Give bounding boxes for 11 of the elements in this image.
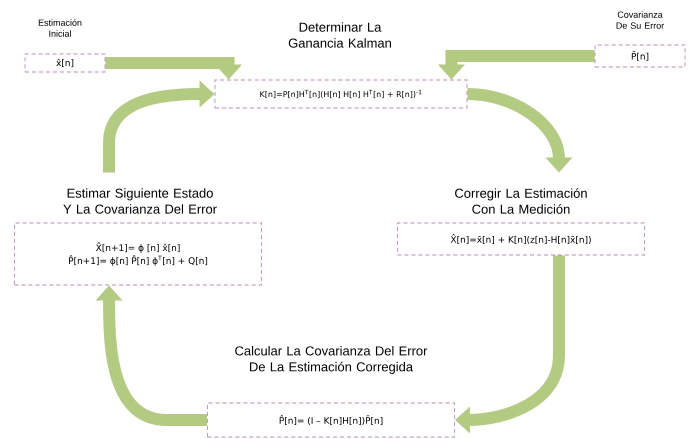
heading-text: Estimar Siguiente Estado Y La Covarianza Del Error (63, 188, 217, 214)
heading-text: Covarianza De Su Error (616, 11, 664, 29)
formula-box: x̂[n] (24, 54, 106, 72)
heading-text: Corregir La Estimación Con La Medición (455, 188, 587, 214)
formula-box: X̂[n+1]= ϕ [n] x̂[n] P̂[n+1]= ϕ[n] P̂[n] ϕ$^{T}$[n] + Q[n] (14, 222, 262, 286)
formula-box: X̂[n]=x̄[n] + K[n](z[n]-H[n]x̄[n]) (397, 222, 645, 256)
heading-text: Determinar La Ganancia Kalman (288, 22, 391, 48)
heading-text: Calcular La Covarianza Del Error De La Estimación Corregida (235, 346, 428, 374)
formula-box: P̄[n] (594, 44, 686, 68)
formula-box: P̂[n]= (I – K[n]H[n])P̄[n] (207, 402, 455, 438)
heading-text: Estimación Inicial (38, 19, 82, 37)
